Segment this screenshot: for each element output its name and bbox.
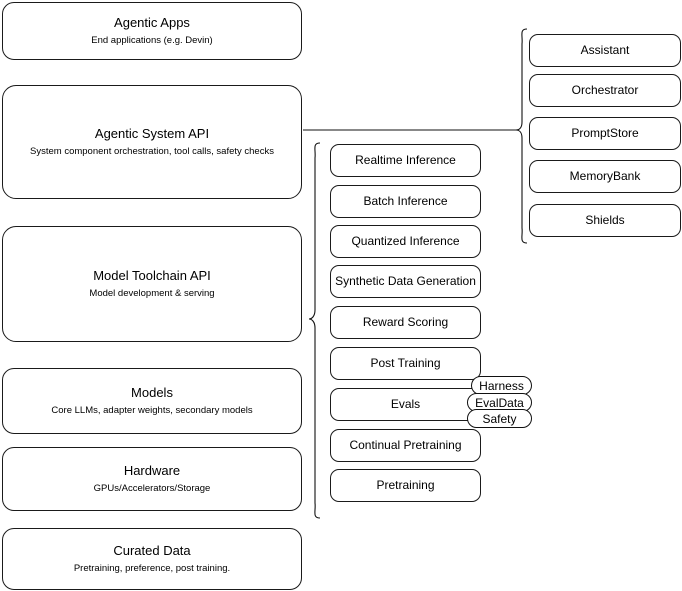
toolchain-item-batch-inference[interactable]: Batch Inference xyxy=(330,185,481,218)
toolchain-item-quantized-inference[interactable]: Quantized Inference xyxy=(330,225,481,258)
layer-title: Hardware xyxy=(123,462,181,478)
layer-subtitle: System component orchestration, tool cal… xyxy=(30,146,274,158)
toolchain-item-label: Pretraining xyxy=(376,478,435,492)
agentic-component-label: Assistant xyxy=(580,43,630,57)
agentic-component-label: PromptStore xyxy=(571,126,639,140)
layer-curated-data[interactable]: Curated Data Pretraining, preference, po… xyxy=(2,528,302,590)
eval-subcomponent-label: Harness xyxy=(479,378,524,393)
toolchain-item-reward-scoring[interactable]: Reward Scoring xyxy=(330,306,481,339)
toolchain-item-continual-pretraining[interactable]: Continual Pretraining xyxy=(330,429,481,462)
toolchain-item-post-training[interactable]: Post Training xyxy=(330,347,481,380)
toolchain-item-evals[interactable]: Evals xyxy=(330,388,481,421)
agentic-component-label: Orchestrator xyxy=(571,83,639,97)
layer-title: Agentic System API xyxy=(94,125,210,141)
layer-models[interactable]: Models Core LLMs, adapter weights, secon… xyxy=(2,368,302,434)
brace-agentic-components xyxy=(515,28,528,244)
layer-hardware[interactable]: Hardware GPUs/Accelerators/Storage xyxy=(2,447,302,511)
layer-agentic-system-api[interactable]: Agentic System API System component orch… xyxy=(2,85,302,199)
layer-title: Model Toolchain API xyxy=(93,267,211,283)
layer-title: Agentic Apps xyxy=(114,14,190,30)
toolchain-item-label: Quantized Inference xyxy=(351,234,460,248)
toolchain-item-label: Reward Scoring xyxy=(362,315,449,329)
toolchain-item-label: Post Training xyxy=(370,356,441,370)
toolchain-item-synthetic-data-generation[interactable]: Synthetic Data Generation xyxy=(330,265,481,298)
agentic-component-label: Shields xyxy=(585,213,625,227)
layer-agentic-apps[interactable]: Agentic Apps End applications (e.g. Devi… xyxy=(2,2,302,60)
layer-subtitle: Core LLMs, adapter weights, secondary mo… xyxy=(51,405,253,417)
layer-subtitle: GPUs/Accelerators/Storage xyxy=(93,483,211,495)
layer-subtitle: Pretraining, preference, post training. xyxy=(73,563,231,575)
toolchain-item-label: Continual Pretraining xyxy=(349,438,462,452)
agentic-component-label: MemoryBank xyxy=(569,169,641,183)
eval-subcomponent-label: Safety xyxy=(482,411,517,426)
agentic-component-orchestrator[interactable]: Orchestrator xyxy=(529,74,681,107)
agentic-component-memorybank[interactable]: MemoryBank xyxy=(529,160,681,193)
toolchain-item-label: Batch Inference xyxy=(363,194,448,208)
layer-subtitle: Model development & serving xyxy=(89,288,215,300)
brace-toolchain-apis xyxy=(308,142,321,519)
toolchain-item-pretraining[interactable]: Pretraining xyxy=(330,469,481,502)
layer-model-toolchain-api[interactable]: Model Toolchain API Model development & … xyxy=(2,226,302,342)
toolchain-item-realtime-inference[interactable]: Realtime Inference xyxy=(330,144,481,177)
eval-subcomponent-label: EvalData xyxy=(475,395,524,410)
toolchain-item-label: Evals xyxy=(390,397,421,411)
toolchain-item-label: Synthetic Data Generation xyxy=(335,274,476,288)
eval-subcomponent-safety[interactable]: Safety xyxy=(467,409,532,428)
agentic-component-promptstore[interactable]: PromptStore xyxy=(529,117,681,150)
layer-title: Models xyxy=(131,384,173,400)
agentic-component-assistant[interactable]: Assistant xyxy=(529,34,681,67)
layer-subtitle: End applications (e.g. Devin) xyxy=(91,35,213,47)
toolchain-item-label: Realtime Inference xyxy=(355,153,456,167)
layer-title: Curated Data xyxy=(113,542,191,558)
agentic-component-shields[interactable]: Shields xyxy=(529,204,681,237)
